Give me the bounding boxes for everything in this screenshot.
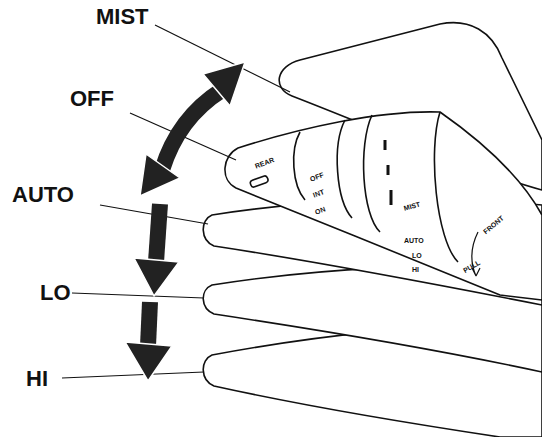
- lever-ring: [434, 112, 458, 262]
- position-label: AUTO: [12, 184, 74, 206]
- arrow-head: [203, 62, 245, 106]
- lever-ring: [294, 132, 305, 200]
- leader-line: [72, 293, 204, 298]
- position-label: MIST: [96, 6, 149, 28]
- down-arrow-body: [156, 204, 160, 262]
- lever-ring: [337, 120, 352, 218]
- position-label: HI: [26, 368, 48, 390]
- lever-marking: LO: [412, 252, 422, 259]
- rear-slider: [250, 175, 269, 188]
- position-label: OFF: [70, 88, 114, 110]
- down-arrow-body: [148, 302, 150, 346]
- arrow-head: [125, 342, 172, 381]
- arrow-head: [134, 258, 179, 296]
- double-arrow-body: [162, 90, 222, 170]
- ring-marks: [385, 140, 391, 205]
- position-label: LO: [40, 282, 71, 304]
- lever-marking: HI: [412, 266, 419, 273]
- arrow-head: [140, 154, 180, 196]
- stalk-off: [225, 112, 542, 300]
- leader-line: [62, 372, 204, 378]
- lever-marking: AUTO: [404, 237, 424, 244]
- lever-ring: [364, 115, 380, 232]
